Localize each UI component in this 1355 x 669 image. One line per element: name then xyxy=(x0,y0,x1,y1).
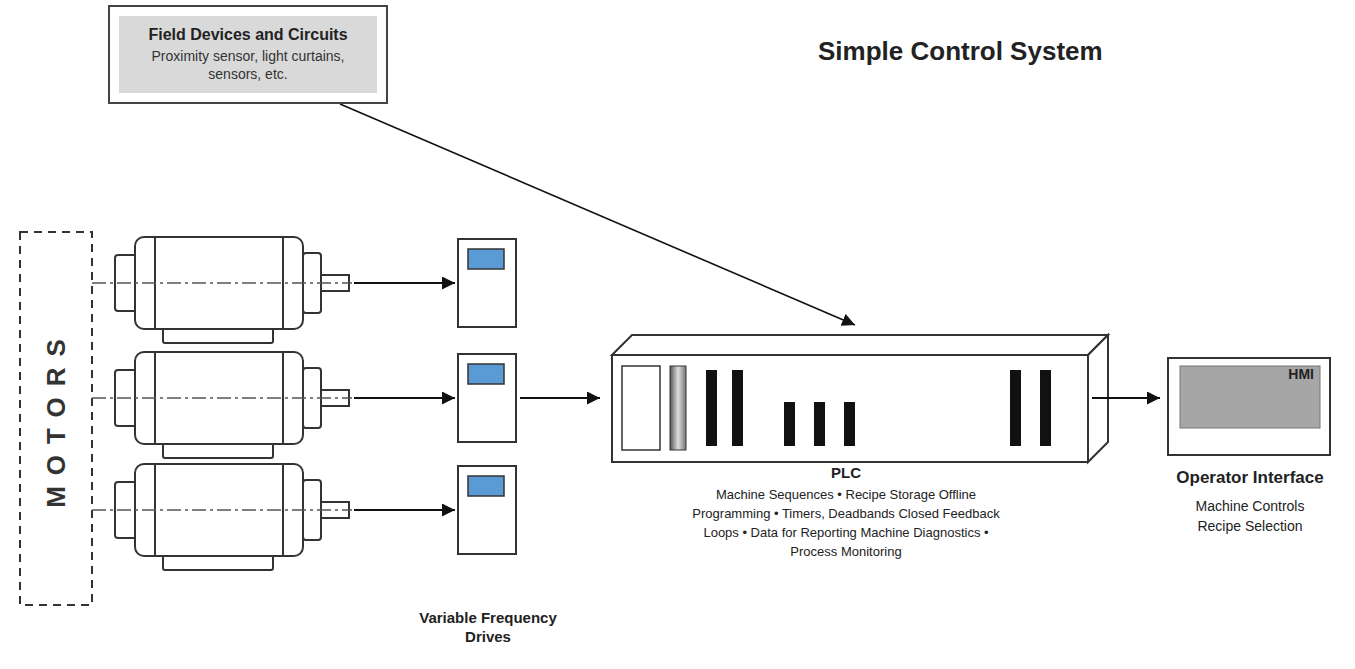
drive-symbol xyxy=(458,466,516,554)
box-heading: Field Devices and Circuits xyxy=(145,25,351,44)
center-line xyxy=(92,283,352,510)
motor-symbol xyxy=(115,464,349,570)
box-fill: Field Devices and CircuitsProximity sens… xyxy=(119,16,377,93)
connector-arrow xyxy=(520,397,600,399)
field-devices-box: Field Devices and CircuitsProximity sens… xyxy=(108,5,388,104)
plc-chassis xyxy=(612,335,1108,462)
motor-symbol xyxy=(115,352,349,458)
motor-group: MOTORS xyxy=(18,228,354,612)
connector-arrow xyxy=(354,282,455,284)
diagram-title: Simple Control System xyxy=(818,36,1103,67)
hmi-panel xyxy=(1168,358,1330,455)
plc-box: PLC Machine Sequences • Recipe Storage Of… xyxy=(600,325,1092,561)
box-heading: Operator Interface xyxy=(1175,467,1325,488)
drive-symbol xyxy=(458,239,516,327)
drive-symbol xyxy=(458,354,516,442)
group-label: MOTORS xyxy=(41,328,72,508)
motor-symbol xyxy=(115,237,349,343)
connector-arrow xyxy=(354,397,455,399)
motor-bracket xyxy=(20,232,92,605)
connector-arrow xyxy=(340,104,855,325)
box-heading: PLC xyxy=(600,463,1092,482)
hmi-box: HMI Operator InterfaceMachine Controls Re… xyxy=(1160,355,1340,536)
box-body: Proximity sensor, light curtains, sensor… xyxy=(145,47,351,83)
connector-arrow xyxy=(1092,397,1160,399)
connector-arrow xyxy=(354,509,455,511)
box-body: Machine Controls Recipe Selection xyxy=(1175,496,1325,536)
group-label: Variable Frequency Drives xyxy=(418,608,558,646)
screen-label: HMI xyxy=(1288,366,1314,382)
box-body: Machine Sequences • Recipe Storage Offli… xyxy=(681,485,1011,561)
drive-group: Variable Frequency Drives xyxy=(455,232,520,612)
